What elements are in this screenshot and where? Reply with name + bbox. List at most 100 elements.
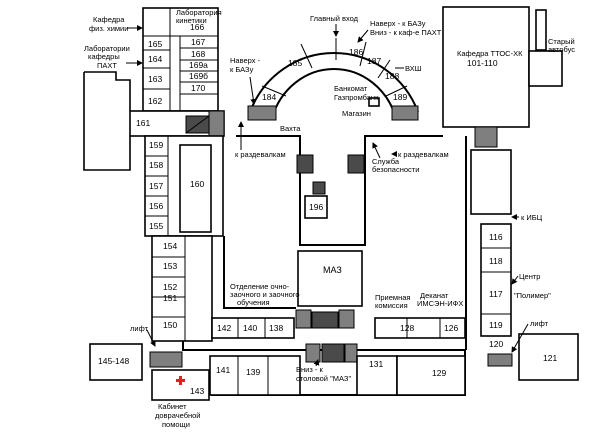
right-wing	[442, 6, 579, 381]
label-down-cafe: Вниз - к каф-е ПАХТ	[370, 28, 442, 37]
label-up-bazu: Наверх - к БАЗу	[370, 19, 426, 28]
label-clinic-3: помощи	[162, 420, 190, 429]
label-lab-kinetics-1: Лаборатория	[176, 8, 222, 17]
rooms-116-120	[480, 223, 512, 337]
room-188-label: 188	[385, 71, 399, 81]
label-to-cloak-right: к раздевалкам	[398, 150, 449, 159]
label-lab-kinetics-2: кинетики	[176, 16, 207, 25]
label-vakhta: Вахта	[280, 124, 301, 133]
label-kafedra-fiz-2: физ. химии	[89, 24, 128, 33]
room-118-label: 118	[489, 256, 503, 266]
label-dekanat-2: ИМСЭН-ИФХ	[417, 299, 463, 308]
room-196-label: 196	[309, 202, 323, 212]
room-166-label: 166	[190, 22, 204, 32]
room-167-label: 167	[191, 37, 205, 47]
label-atm-2: Газпромбанк	[334, 93, 379, 102]
room-120-label: 120	[489, 339, 503, 349]
label-to-cloak-left: к раздевалкам	[235, 150, 286, 159]
label-clinic-2: доврачебной	[155, 411, 201, 420]
room-196	[304, 195, 328, 219]
room-129-label: 129	[432, 368, 446, 378]
rooms-150-154	[151, 235, 213, 342]
label-main-entrance: Главный вход	[310, 14, 359, 23]
label-kafedra-ttos: Кафедра ТТОС-ХК	[457, 49, 523, 58]
room-101-110	[442, 6, 530, 128]
label-old-bus-2: автобус	[548, 45, 575, 54]
room-119-label: 119	[489, 320, 503, 330]
room-165-label: 165	[148, 39, 162, 49]
room-150-label: 150	[163, 320, 177, 330]
label-otdelenie-1: Отделение очно-	[230, 282, 290, 291]
room-156-label: 156	[149, 201, 163, 211]
label-center-1: Центр	[519, 272, 540, 281]
room-164-label: 164	[148, 54, 162, 64]
rotunda-inner	[271, 68, 397, 119]
room-158-label: 158	[149, 160, 163, 170]
label-shop: Магазин	[342, 109, 371, 118]
label-lab-pakht-3: ПАХТ	[97, 61, 117, 70]
stair-lower-left	[149, 351, 183, 368]
room-163-label: 163	[148, 74, 162, 84]
room-154-label: 154	[163, 241, 177, 251]
room-131-label: 131	[369, 359, 383, 369]
rooms-138-142	[211, 317, 295, 339]
label-clinic-1: Кабинет	[158, 402, 187, 411]
room-121-label: 121	[543, 353, 557, 363]
room-140-label: 140	[243, 323, 257, 333]
room-169a-label: 169а	[189, 60, 208, 70]
label-dekanat-1: Деканат	[420, 291, 449, 300]
old-bus-block	[528, 50, 563, 87]
label-to-ibc: к ИБЦ	[521, 213, 543, 222]
label-lift-left: лифт	[130, 324, 149, 333]
label-otdelenie-2: заочного и заочного	[230, 290, 300, 299]
room-117-label: 117	[489, 289, 503, 299]
label-lab-pakht-1: Лаборатории	[84, 44, 130, 53]
label-vkhsh: ВХШ	[405, 64, 422, 73]
room-153-label: 153	[163, 261, 177, 271]
left-wing	[89, 7, 225, 401]
room-170-label: 170	[191, 83, 205, 93]
room-142-label: 142	[217, 323, 231, 333]
central-hall	[223, 38, 467, 350]
room-168-label: 168	[191, 49, 205, 59]
room-116-label: 116	[489, 232, 503, 242]
room-155-label: 155	[149, 221, 163, 231]
room-187-label: 187	[367, 56, 381, 66]
room-145-148	[89, 343, 143, 381]
label-old-bus-1: Старый	[548, 37, 575, 46]
maz-block	[297, 250, 363, 307]
room-160	[179, 144, 212, 233]
room-139-label: 139	[246, 367, 260, 377]
room-186-label: 186	[349, 47, 363, 57]
rotunda-outer	[249, 52, 419, 113]
annotations: Кафедра физ. химии Лаборатории кафедры П…	[83, 8, 575, 429]
label-security-1: Служба	[372, 157, 400, 166]
room-160-label: 160	[190, 179, 204, 189]
room-141-label: 141	[216, 365, 230, 375]
room-101-110-label: 101-110	[467, 58, 498, 68]
room-151-label: 151	[163, 293, 177, 303]
label-priemnaya-1: Приемная	[375, 293, 410, 302]
label-lift-right: лифт	[530, 319, 549, 328]
room-157-label: 157	[149, 181, 163, 191]
label-atm-1: Банкомат	[334, 84, 368, 93]
room-169b-label: 169б	[189, 71, 208, 81]
label-center-2: "Полимер"	[514, 291, 551, 300]
label-up-bazu-left-1: Наверх -	[230, 56, 261, 65]
room-161-label: 161	[136, 118, 150, 128]
label-down-maz-1: Вниз - к	[296, 365, 323, 374]
room-184-label: 184	[262, 92, 276, 102]
label-otdelenie-3: обучения	[237, 298, 270, 307]
room-numbers: 166 165 167 164 168 163 169а 169б 170 16…	[98, 22, 557, 396]
label-kafedra-fiz-1: Кафедра	[93, 15, 125, 24]
label-lab-pakht-2: кафедры	[88, 52, 120, 61]
room-159-label: 159	[149, 140, 163, 150]
bottom-wing	[182, 309, 466, 396]
stair-upper-left	[208, 110, 225, 137]
room-128-label: 128	[400, 323, 414, 333]
lab-pakht-block	[83, 71, 131, 171]
room-152-label: 152	[163, 282, 177, 292]
room-189-label: 189	[393, 92, 407, 102]
label-security-2: безопасности	[372, 165, 419, 174]
